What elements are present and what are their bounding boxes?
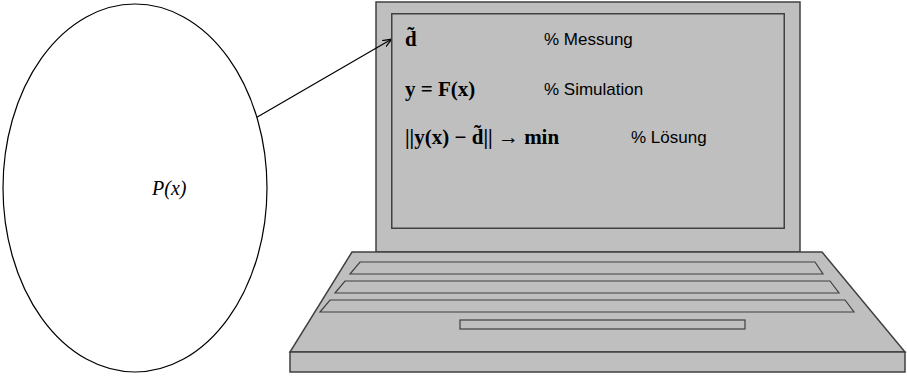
formula-text: y = F(x) <box>405 77 475 102</box>
key-row <box>320 300 854 312</box>
ellipse-region: P(x) <box>2 3 268 373</box>
laptop-base <box>290 252 905 352</box>
region-label: P(x) <box>152 176 186 200</box>
comment-text: % Lösung <box>631 128 707 148</box>
comment-text: % Simulation <box>544 80 643 100</box>
laptop-screen: d̃ % Messung y = F(x) % Simulation ||y(x) − … <box>391 13 785 229</box>
trackpad <box>460 320 745 329</box>
formula-text: ||y(x) − d̃|| → min <box>405 125 559 150</box>
formula-text: d̃ <box>405 27 417 52</box>
key-row <box>335 281 839 293</box>
node-outline <box>2 3 268 373</box>
comment-text: % Messung <box>544 30 633 50</box>
key-row <box>350 262 823 274</box>
laptop-lid <box>376 2 800 252</box>
laptop-front <box>290 352 905 372</box>
arrow-connector <box>257 40 391 118</box>
